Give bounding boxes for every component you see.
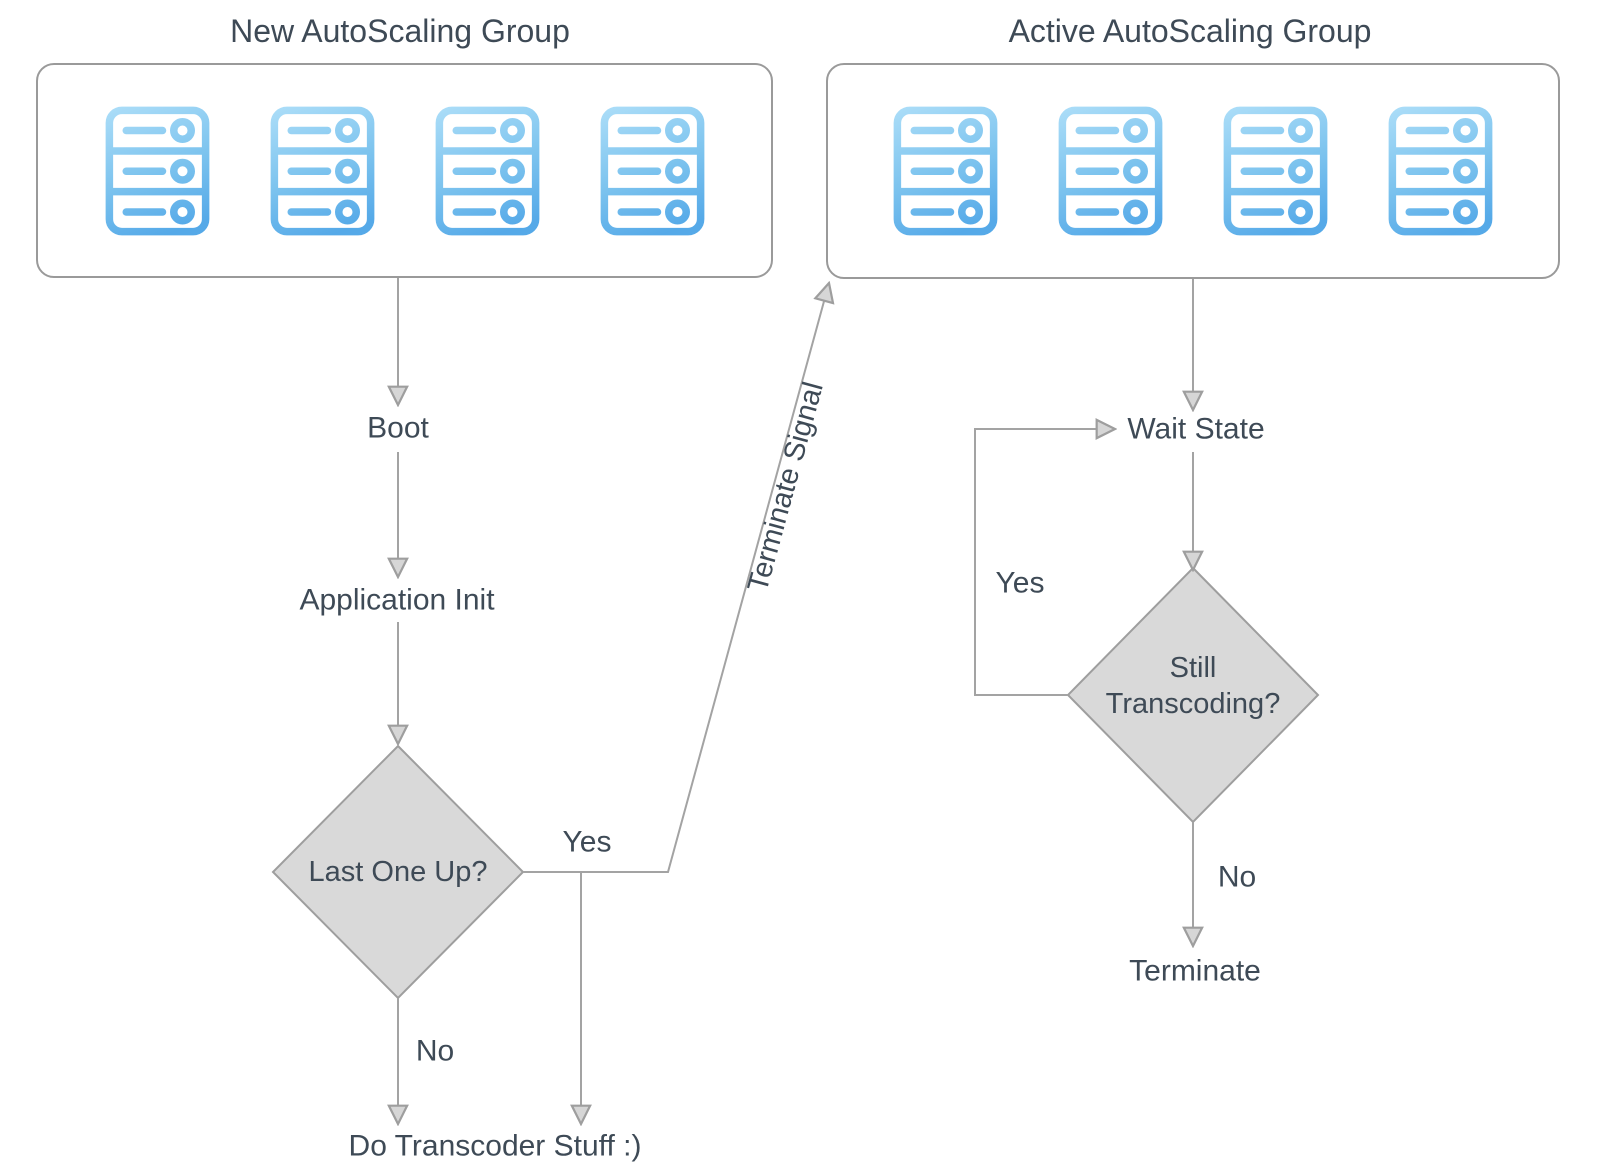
edge-label-yes-left: Yes: [562, 825, 612, 859]
decision-label-line1: Still: [1169, 651, 1217, 684]
server-icon: [1223, 106, 1328, 236]
edge-decision-yes-loop: [974, 429, 1115, 696]
server-icon: [1058, 106, 1163, 236]
edge-terminate-signal: [523, 283, 829, 873]
server-icon: [893, 106, 998, 236]
group-title-active: Active AutoScaling Group: [1008, 13, 1372, 49]
node-terminate: Terminate: [1129, 954, 1261, 988]
server-icon: [270, 106, 375, 236]
decision-label-still-transcoding: Still Transcoding?: [1106, 650, 1281, 723]
autoscaling-group-box-new: [36, 63, 773, 278]
server-icon: [600, 106, 705, 236]
server-icon: [105, 106, 210, 236]
group-title-new: New AutoScaling Group: [230, 13, 570, 49]
server-icon: [435, 106, 540, 236]
decision-label-last-one-up: Last One Up?: [308, 855, 488, 888]
edge-label-no-right: No: [1217, 860, 1257, 894]
server-icon: [1388, 106, 1493, 236]
node-boot: Boot: [367, 411, 429, 445]
autoscaling-group-box-active: [826, 63, 1560, 279]
edge-label-yes-right: Yes: [995, 566, 1045, 600]
node-do-transcoder-stuff: Do Transcoder Stuff :): [348, 1129, 642, 1163]
edge-label-no-left: No: [415, 1034, 455, 1068]
node-wait-state: Wait State: [1127, 412, 1265, 446]
node-application-init: Application Init: [299, 583, 495, 617]
decision-label-line2: Transcoding?: [1105, 688, 1281, 720]
